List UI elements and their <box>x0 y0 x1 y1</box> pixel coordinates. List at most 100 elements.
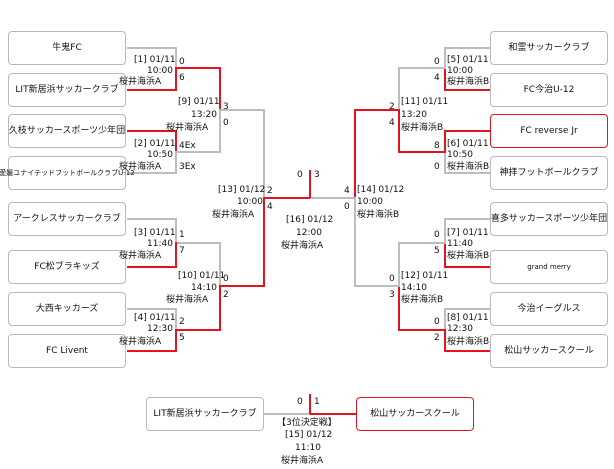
match-code: [11] 01/11 <box>401 97 449 107</box>
bracket-line <box>444 218 490 220</box>
team-box: 愛媛ユナイテッドフットボールクラブU-12 <box>0 156 135 190</box>
bracket-line <box>444 151 446 174</box>
match-code: [12] 01/11 <box>401 271 449 281</box>
bracket-line-winner <box>444 130 446 151</box>
bracket-line-winner <box>175 329 177 352</box>
match-code: [2] 01/11 <box>134 139 176 149</box>
bracket-line <box>444 308 446 329</box>
bracket-line <box>263 109 265 197</box>
score: 0 <box>434 317 440 327</box>
match-code: [8] 01/11 <box>447 313 489 323</box>
bracket-line <box>127 172 177 174</box>
match-venue: 桜井海浜B <box>357 210 400 220</box>
bracket-line-winner <box>398 151 446 153</box>
team-box: 和霊サッカークラブ <box>490 31 608 65</box>
bracket-line-winner <box>310 413 356 415</box>
bracket-line-winner <box>398 109 400 153</box>
third-place-team: LIT新居浜サッカークラブ <box>146 397 264 431</box>
bracket-line-winner <box>175 242 177 268</box>
team-box: 喜多サッカースポーツ少年団 <box>490 202 608 236</box>
third-place-title: 【3位決定戦】 <box>277 418 337 428</box>
match-time: 10:50 <box>147 150 173 160</box>
bracket-line-winner <box>444 266 490 268</box>
score: 2 <box>389 102 395 112</box>
bracket-line <box>219 109 221 153</box>
bracket-line <box>354 197 356 287</box>
bracket-line <box>127 218 177 220</box>
bracket-line <box>444 47 446 67</box>
match-code: [14] 01/12 <box>357 185 405 195</box>
bracket-line-winner <box>265 197 310 199</box>
team-box: 今治イーグルス <box>490 292 608 326</box>
score: 0 <box>344 202 350 212</box>
bracket-line <box>219 242 221 285</box>
match-venue: 桜井海浜A <box>166 123 209 133</box>
match-time: 10:00 <box>147 66 173 76</box>
bracket-line <box>127 308 177 310</box>
score: 3 <box>314 170 320 180</box>
team-box: アークレスサッカークラブ <box>8 202 126 236</box>
match-code: [1] 01/11 <box>134 55 176 65</box>
bracket-line-winner <box>398 329 446 331</box>
bracket-line <box>444 172 490 174</box>
match-time: 13:20 <box>401 110 427 120</box>
score: 2 <box>179 317 185 327</box>
team-box: FC今治U-12 <box>490 73 608 107</box>
bracket-line <box>177 151 221 153</box>
match-time: 12:30 <box>447 324 473 334</box>
team-box: 神拝フットボールクラブ <box>490 156 608 190</box>
bracket-line-winner <box>444 89 490 91</box>
bracket-line <box>444 218 446 242</box>
bracket-line-winner <box>354 109 356 197</box>
bracket-line-winner <box>263 197 265 287</box>
bracket-line <box>310 197 356 199</box>
score: 4Ex <box>179 141 196 151</box>
score: 5 <box>179 333 185 343</box>
match-time: 11:10 <box>295 443 321 453</box>
team-box-highlight: FC reverse Jr <box>490 114 608 148</box>
score: 5 <box>434 246 440 256</box>
bracket-line-winner <box>219 67 221 109</box>
team-box: LIT新居浜サッカークラブ <box>8 73 126 107</box>
team-box: 久枝サッカースポーツ少年団 <box>8 114 126 148</box>
match-code: [16] 01/12 <box>286 215 334 225</box>
score: 2 <box>223 290 229 300</box>
score: 4 <box>267 202 273 212</box>
bracket-line-winner <box>127 350 177 352</box>
bracket-line <box>264 413 310 415</box>
match-time: 10:00 <box>237 197 263 207</box>
match-code: [3] 01/11 <box>134 228 176 238</box>
bracket-line <box>444 308 490 310</box>
match-venue: 桜井海浜A <box>166 295 209 305</box>
score: 0 <box>179 57 185 67</box>
bracket-line <box>354 285 400 287</box>
team-box: FC松ブラキッズ <box>8 250 126 284</box>
match-time: 12:00 <box>296 228 322 238</box>
match-code: [13] 01/12 <box>218 185 266 195</box>
bracket-line <box>127 47 177 49</box>
score: 3Ex <box>179 162 196 172</box>
score: 6 <box>179 73 185 83</box>
score: 4 <box>434 73 440 83</box>
team-box: grand merry <box>490 250 608 284</box>
score: 0 <box>223 118 229 128</box>
bracket-line-winner <box>127 89 177 91</box>
bracket-line <box>221 109 265 111</box>
score: 0 <box>297 397 303 407</box>
bracket-line-winner <box>309 394 311 414</box>
match-venue: 桜井海浜A <box>119 77 162 87</box>
bracket-line <box>398 242 400 285</box>
score: 2 <box>267 186 273 196</box>
score: 4 <box>389 118 395 128</box>
match-time: 13:20 <box>191 110 217 120</box>
bracket-line <box>175 218 177 242</box>
score: 4 <box>344 186 350 196</box>
score: 1 <box>179 230 185 240</box>
bracket-line <box>444 47 490 49</box>
score: 8 <box>434 141 440 151</box>
bracket-line-winner <box>127 130 177 132</box>
match-venue: 桜井海浜A <box>281 241 324 251</box>
bracket-line-winner <box>219 285 221 331</box>
score: 3 <box>389 290 395 300</box>
